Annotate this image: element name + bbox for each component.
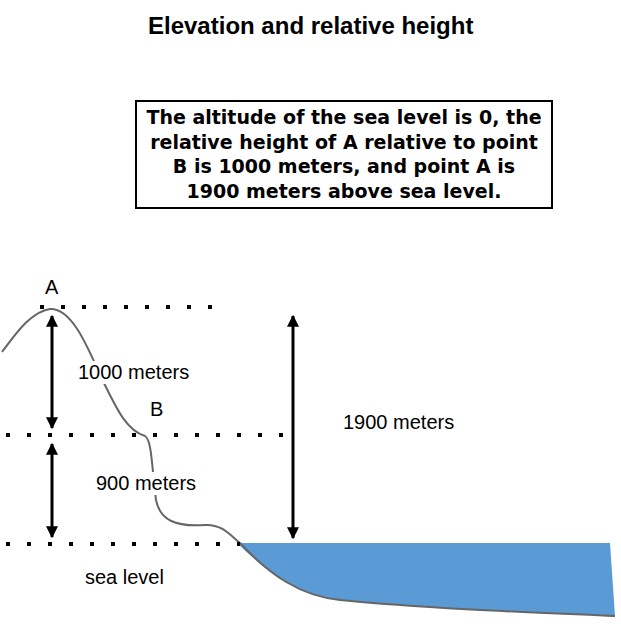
note-text: The altitude of the sea level is 0, the …: [145, 105, 543, 204]
sea-level-label: sea level: [83, 566, 166, 589]
title: Elevation and relative height: [148, 12, 473, 40]
note-box: The altitude of the sea level is 0, the …: [135, 100, 553, 209]
point-label: A: [43, 276, 60, 299]
height-label: 1000 meters: [76, 361, 191, 384]
height-label: 900 meters: [94, 472, 198, 495]
height-label: 1900 meters: [341, 411, 456, 434]
point-label: B: [148, 398, 165, 421]
